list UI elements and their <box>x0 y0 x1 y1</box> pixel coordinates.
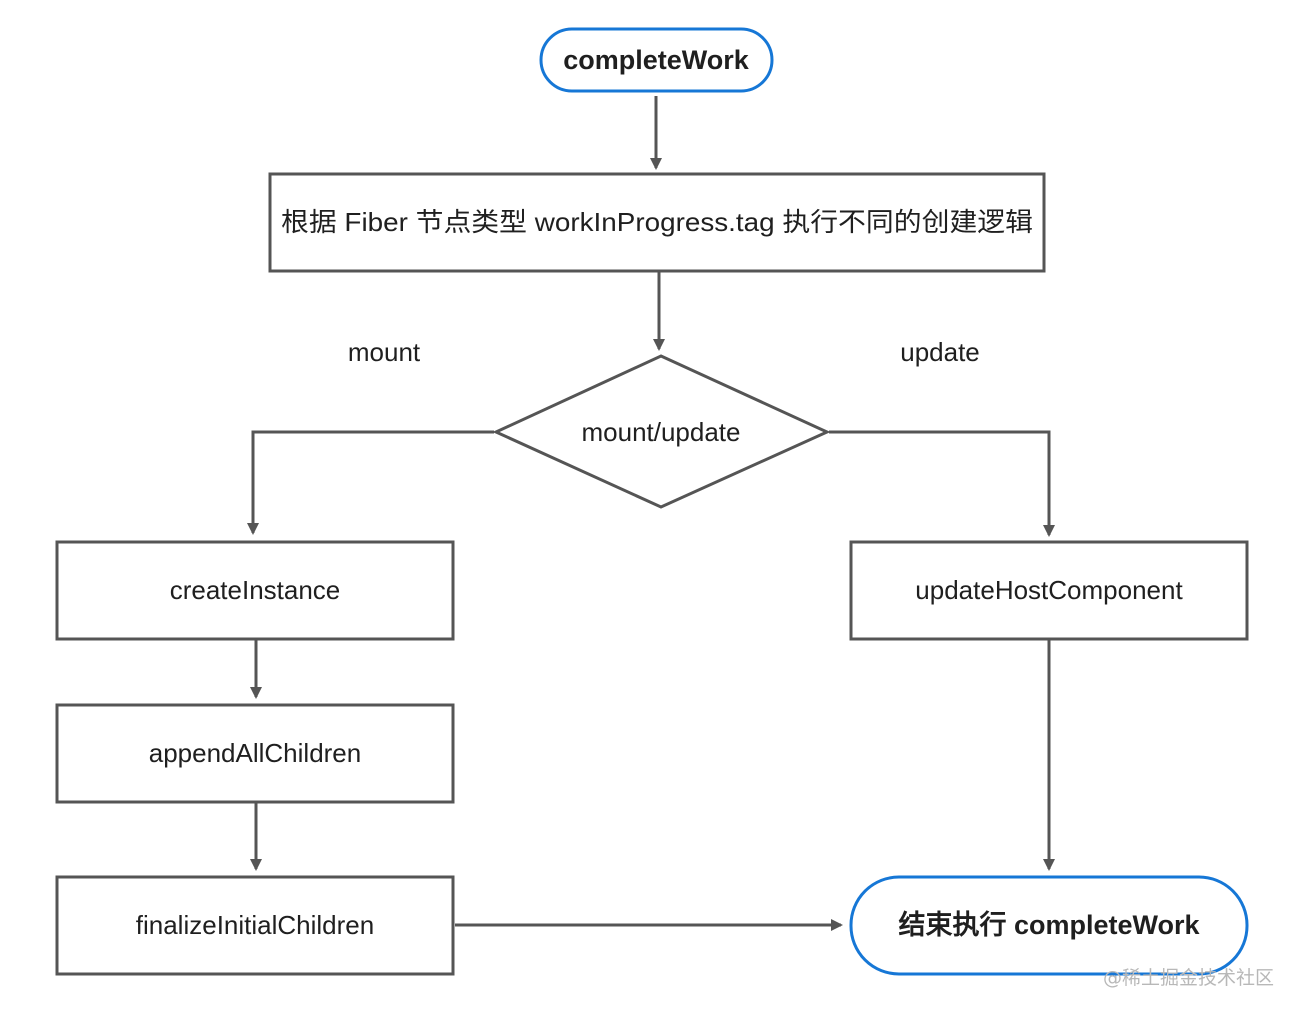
create-instance-label: createInstance <box>170 575 341 605</box>
edge-label-mount: mount <box>348 337 421 367</box>
edges <box>247 96 1055 931</box>
update-host-label: updateHostComponent <box>915 575 1183 605</box>
end-terminal-label: 结束执行 completeWork <box>898 909 1200 940</box>
switch-tag-box <box>268 172 1046 273</box>
edge-decision-to-create <box>247 430 494 535</box>
decision-diamond <box>492 354 831 509</box>
create-instance-box <box>55 540 455 641</box>
end-terminal <box>849 875 1249 976</box>
update-host-box <box>849 540 1249 641</box>
edge-label-update: update <box>900 337 980 367</box>
append-children-box <box>55 703 455 804</box>
finalize-children-box <box>55 875 455 976</box>
start-terminal <box>539 27 774 93</box>
switch-tag-label: 根据 Fiber 节点类型 workInProgress.tag 执行不同的创建… <box>281 207 1033 237</box>
watermark-text: @稀土掘金技术社区 <box>1103 967 1274 989</box>
edge-decision-to-update <box>829 430 1055 537</box>
decision-label: mount/update <box>581 417 740 447</box>
append-children-label: appendAllChildren <box>149 738 361 768</box>
finalize-children-label: finalizeInitialChildren <box>136 910 374 940</box>
start-terminal-label: completeWork <box>563 45 750 75</box>
